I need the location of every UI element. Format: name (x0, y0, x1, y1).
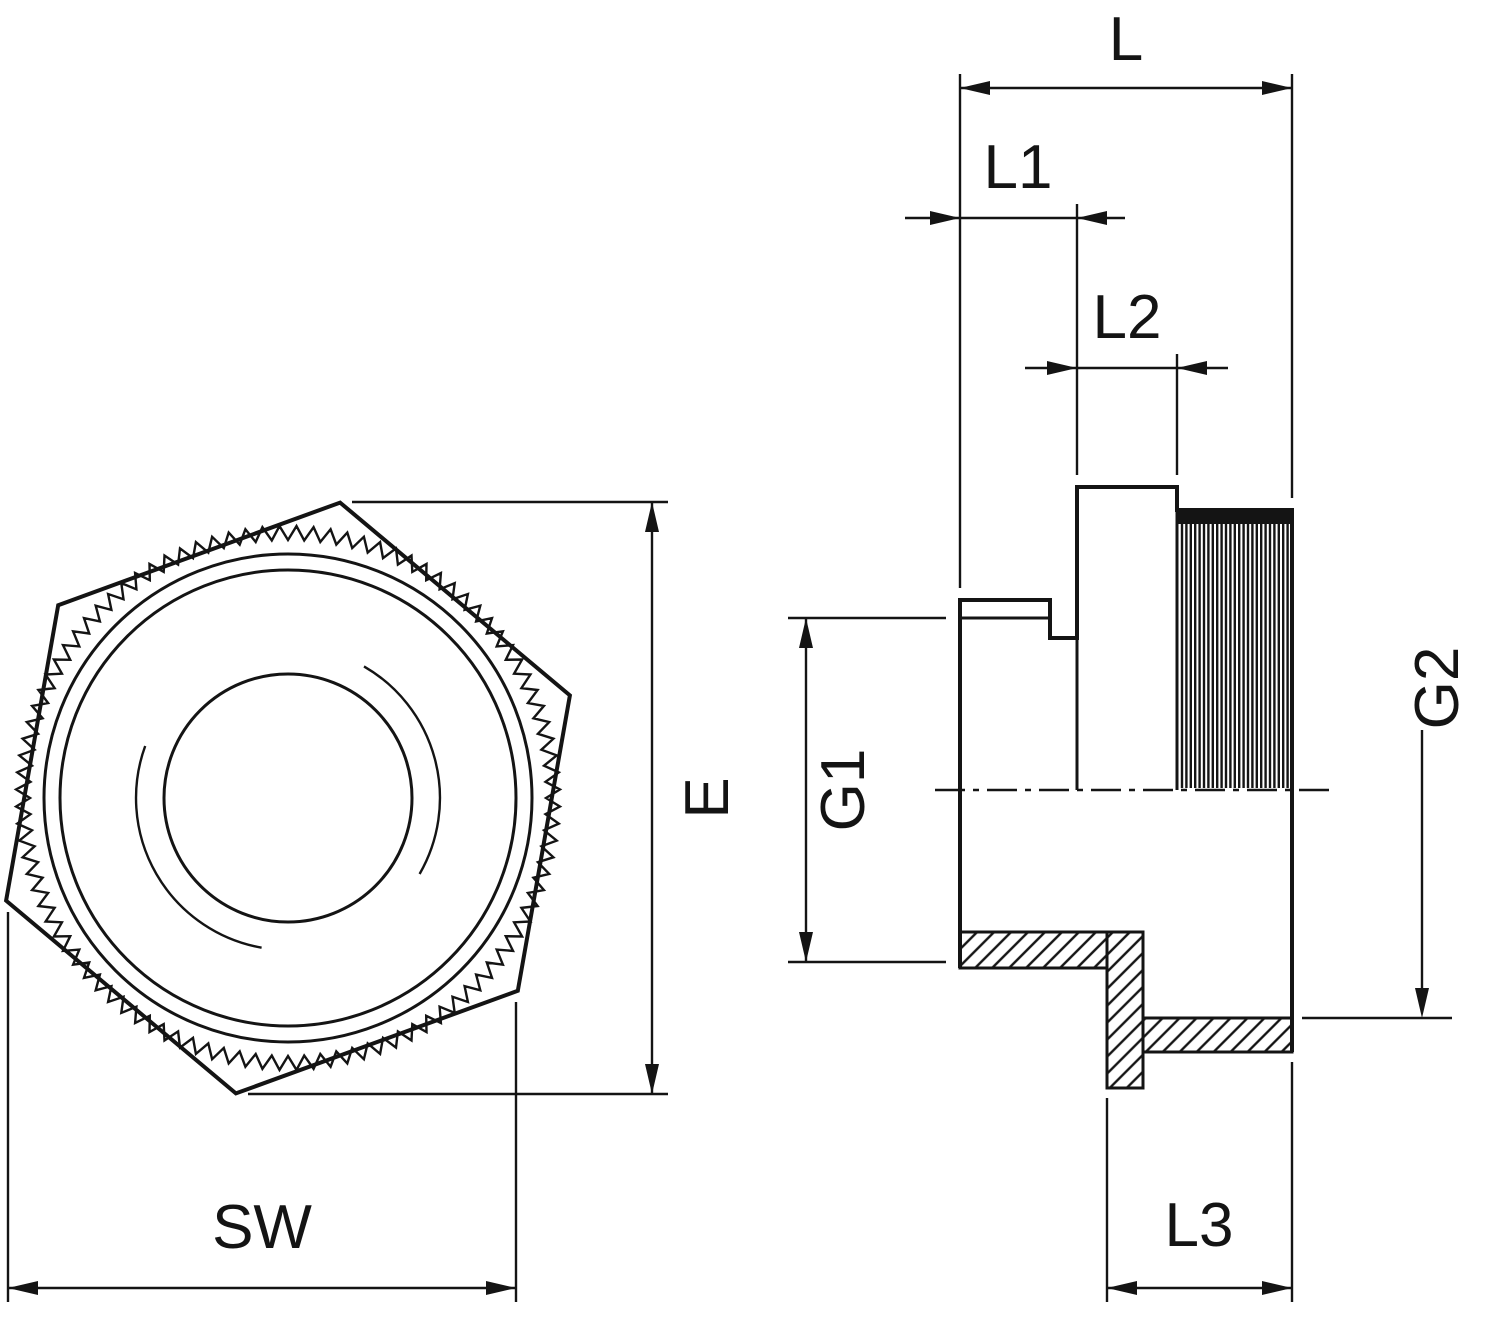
section-neck-wall (958, 930, 1109, 970)
dimension-label-SW: SW (212, 1193, 312, 1262)
dimension-label-L2: L2 (1093, 283, 1162, 352)
dimension-SW: SW (6, 912, 518, 1302)
dimension-L: L (958, 5, 1294, 588)
l-extension-lines (958, 74, 1294, 588)
dimension-L2: L2 (1025, 283, 1228, 475)
dimension-L3: L3 (1105, 1062, 1294, 1302)
l3-extension-lines (1105, 1062, 1294, 1302)
thread-hatching (1180, 524, 1289, 788)
dimension-label-E: E (673, 777, 742, 818)
g2-arrowhead (1415, 988, 1429, 1018)
dimension-G2: G2 (1302, 647, 1472, 1020)
bore-circle (162, 672, 414, 924)
dimension-L1: L1 (905, 133, 1125, 475)
dimension-label-L3: L3 (1165, 1191, 1234, 1260)
g1-extension-lines (788, 616, 946, 964)
dimension-label-L1: L1 (984, 133, 1053, 202)
dimension-G1: G1 (788, 616, 946, 964)
inner-face-circle (58, 568, 518, 1028)
chamfer-arcs (134, 665, 442, 949)
front-view: E SW (3, 500, 742, 1302)
knurl-ring (13, 523, 563, 1073)
dimension-label-G2: G2 (1403, 647, 1472, 730)
section-flange-rim (1105, 930, 1145, 1090)
hexagon-outline (3, 500, 573, 1096)
dimension-E: E (248, 500, 742, 1096)
dimension-label-G1: G1 (809, 749, 878, 832)
outer-face-circle (42, 552, 534, 1044)
sw-extension-lines (6, 912, 518, 1302)
side-view: L L1 L2 L3 G1 (788, 5, 1472, 1302)
section-thread-wall (1141, 1016, 1294, 1054)
side-inner-edges (960, 510, 1179, 790)
e-extension-lines (248, 500, 668, 1096)
thread-crest-band (1177, 510, 1292, 524)
dimension-label-L: L (1109, 5, 1143, 74)
